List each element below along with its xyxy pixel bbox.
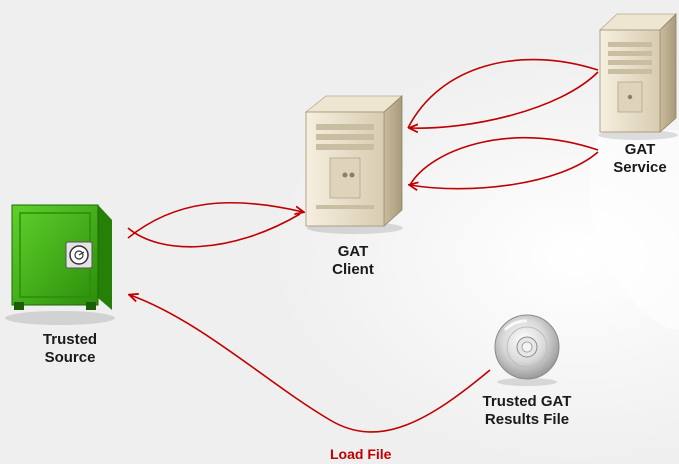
- server-tower-icon: [304, 95, 404, 234]
- results-file-label: Trusted GAT Results File: [464, 393, 590, 429]
- arrow-service-to-client-lower-b: [410, 151, 599, 189]
- arrow-source-to-client: [127, 201, 303, 239]
- background-sheen: [589, 130, 679, 330]
- gat-service-label-line1: GAT: [624, 141, 656, 158]
- gat-service-label-line2: Service: [613, 159, 667, 176]
- server-tower-icon: [598, 13, 678, 140]
- arrow-service-to-client-upper-b: [410, 71, 599, 128]
- results-file-label-line2: Results File: [484, 411, 570, 428]
- disc-icon: [494, 314, 560, 386]
- safe-icon: [5, 204, 115, 325]
- load-file-label: Load File: [330, 446, 392, 462]
- trusted-source-label-line2: Source: [44, 349, 96, 366]
- gat-client-label-line1: GAT: [337, 243, 369, 260]
- results-file-label-line1: Trusted GAT: [482, 393, 572, 410]
- connectors: [127, 58, 599, 433]
- arrow-source-to-client-return: [127, 213, 301, 248]
- trusted-source-label: Trusted Source: [25, 331, 115, 367]
- gat-client-label: GAT Client: [318, 243, 388, 279]
- gat-service-label: GAT Service: [602, 141, 678, 177]
- gat-client-label-line2: Client: [332, 261, 374, 278]
- arrow-service-to-client-lower: [409, 136, 599, 186]
- trusted-source-label-line1: Trusted: [42, 331, 98, 348]
- arrow-results-to-source: [130, 295, 491, 433]
- arrow-service-to-client-upper: [407, 58, 599, 129]
